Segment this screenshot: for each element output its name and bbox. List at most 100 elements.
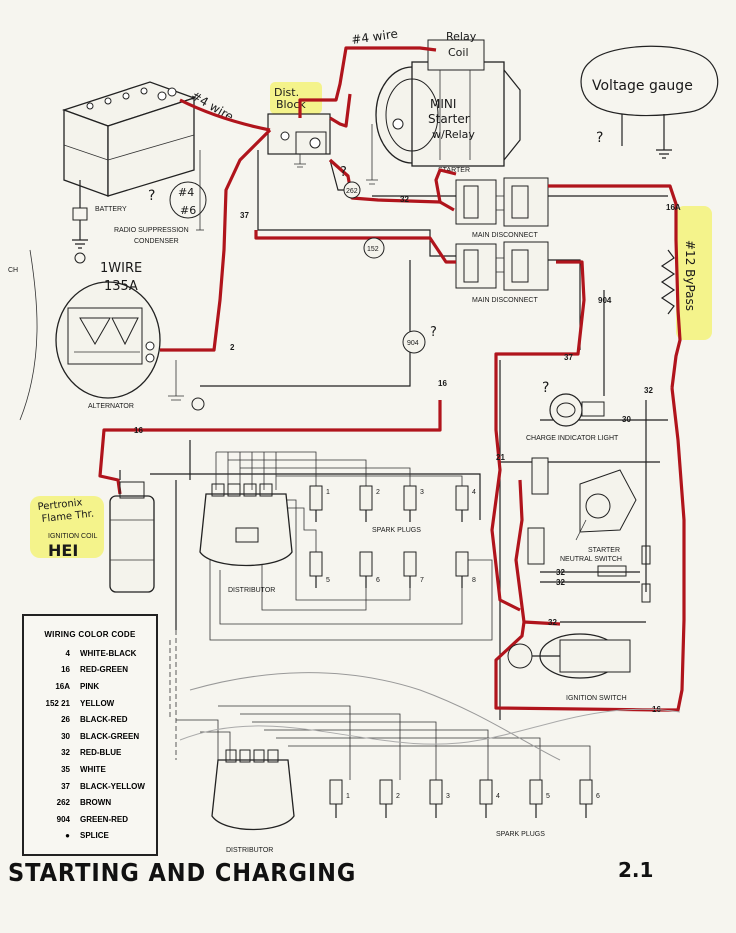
legend-code: 262 bbox=[56, 798, 70, 808]
spark-plug-6cyl-2-icon bbox=[379, 779, 393, 818]
condenser-icon bbox=[196, 150, 204, 231]
distributor-6cyl-icon bbox=[211, 749, 295, 831]
legend-code: 16A bbox=[55, 681, 70, 691]
legend-color: PINK bbox=[80, 681, 100, 691]
ignition-coil-label: IGNITION COIL bbox=[48, 533, 98, 540]
spark-plug-3-icon bbox=[403, 485, 417, 522]
ch-label: CH bbox=[8, 267, 18, 274]
question-mark-904: ? bbox=[430, 325, 437, 340]
spark-plug-2-icon bbox=[359, 485, 373, 522]
distributor-6cyl-label: DISTRIBUTOR bbox=[226, 847, 273, 854]
dist-block-note-1: Dist. bbox=[274, 86, 299, 99]
plug-num-v8-6: 6 bbox=[376, 577, 380, 584]
legend-color: BLACK-YELLOW bbox=[80, 781, 145, 791]
plug-num-v8-1: 1 bbox=[326, 489, 330, 496]
four-six-note-a: #4 bbox=[178, 186, 194, 199]
pencil-scribble-1 bbox=[189, 672, 561, 761]
ignition-switch-label: IGNITION SWITCH bbox=[566, 695, 627, 702]
wire-904-a: 904 bbox=[407, 340, 419, 347]
legend-title: WIRING COLOR CODE bbox=[44, 630, 136, 639]
legend-color: GREEN-RED bbox=[80, 814, 129, 824]
wire-16A: 16A bbox=[666, 203, 681, 212]
condenser-label-line2: CONDENSER bbox=[134, 238, 179, 245]
legend-row: 904 GREEN-RED bbox=[24, 811, 156, 828]
resistor-wire-icon bbox=[660, 249, 676, 315]
question-mark-gauge: ? bbox=[596, 130, 603, 146]
wire-37-a: 37 bbox=[240, 211, 249, 220]
plug-num-6-5: 5 bbox=[546, 793, 550, 800]
legend-color: BROWN bbox=[80, 798, 112, 808]
spark-plugs-v8 bbox=[309, 485, 469, 588]
spark-plug-6cyl-4-icon bbox=[479, 779, 493, 818]
plug-num-v8-2: 2 bbox=[376, 489, 380, 496]
pencil-scribble-2 bbox=[179, 708, 681, 745]
legend-color: BLACK-RED bbox=[80, 715, 128, 725]
edge-figure-outline bbox=[19, 249, 38, 421]
legend-color: BLACK-GREEN bbox=[80, 731, 140, 741]
wire-2: 2 bbox=[230, 343, 235, 352]
legend-code: 32 bbox=[61, 748, 70, 758]
legend-code: 26 bbox=[61, 715, 70, 725]
legend-color: SPLICE bbox=[80, 831, 109, 841]
wire-32-e: 32 bbox=[548, 618, 557, 627]
legend-code: 904 bbox=[56, 814, 70, 824]
alternator-icon bbox=[55, 281, 205, 411]
legend-row: 37 BLACK-YELLOW bbox=[24, 778, 156, 795]
bypass-highlight bbox=[676, 206, 712, 340]
main-disconnect-1-label: MAIN DISCONNECT bbox=[472, 232, 538, 239]
four-six-circle bbox=[169, 181, 207, 219]
alternator-label: ALTERNATOR bbox=[88, 403, 134, 410]
battery-label: BATTERY bbox=[95, 206, 127, 213]
starter-neutral-label-1: STARTER bbox=[588, 547, 620, 554]
spark-plugs-6cyl-label: SPARK PLUGS bbox=[496, 831, 545, 838]
main-disconnect-1-icon bbox=[455, 177, 549, 227]
spark-plugs-v8-label: SPARK PLUGS bbox=[372, 527, 421, 534]
wire-152-bubble bbox=[363, 237, 385, 259]
wire-262: 262 bbox=[346, 188, 358, 195]
charge-indicator-light-icon bbox=[549, 393, 605, 427]
distribution-block-icon bbox=[267, 113, 331, 168]
wire-16-a: 16 bbox=[438, 379, 447, 388]
wire-152: 152 bbox=[367, 246, 379, 253]
plug-num-v8-5: 5 bbox=[326, 577, 330, 584]
wire-32-a: 32 bbox=[400, 195, 409, 204]
spark-plug-6cyl-3-icon bbox=[429, 779, 443, 818]
pertronix-note-2: Flame Thr. bbox=[41, 509, 94, 525]
spark-plug-8-icon bbox=[455, 551, 469, 588]
spark-plug-4-icon bbox=[455, 485, 469, 522]
distributor-v8-icon bbox=[199, 483, 293, 567]
dist-block-highlight bbox=[270, 82, 322, 114]
starter-label: STARTER bbox=[438, 167, 470, 174]
spark-plugs-6cyl bbox=[329, 779, 593, 818]
spark-plug-6cyl-6-icon bbox=[579, 779, 593, 818]
plug-num-v8-7: 7 bbox=[420, 577, 424, 584]
wire-32-c: 32 bbox=[556, 568, 565, 577]
legend-code: 16 bbox=[61, 665, 70, 675]
legend-code: 4 bbox=[65, 648, 70, 658]
plug-num-6-4: 4 bbox=[496, 793, 500, 800]
plug-num-6-2: 2 bbox=[396, 793, 400, 800]
spark-plug-1-icon bbox=[309, 485, 323, 522]
legend-row: 26 BLACK-RED bbox=[24, 711, 156, 728]
starter-motor-icon bbox=[366, 39, 521, 185]
one-wire-note-2: 135A bbox=[104, 279, 138, 294]
four-six-note-b: #6 bbox=[180, 204, 196, 217]
legend-row: ●SPLICE bbox=[24, 828, 156, 845]
wire-21: 21 bbox=[496, 453, 505, 462]
voltage-gauge-note: Voltage gauge bbox=[592, 78, 693, 94]
battery-icon bbox=[62, 81, 196, 264]
mini-starter-note-3: w/Relay bbox=[432, 128, 475, 141]
voltage-gauge-icon bbox=[580, 45, 719, 159]
spark-plug-6cyl-5-icon bbox=[529, 779, 543, 818]
legend-code: 37 bbox=[61, 781, 70, 791]
plug-num-6-3: 3 bbox=[446, 793, 450, 800]
wire-32-d: 32 bbox=[556, 578, 565, 587]
wire-37-b: 37 bbox=[564, 353, 573, 362]
wire-904-b: 904 bbox=[598, 296, 612, 305]
